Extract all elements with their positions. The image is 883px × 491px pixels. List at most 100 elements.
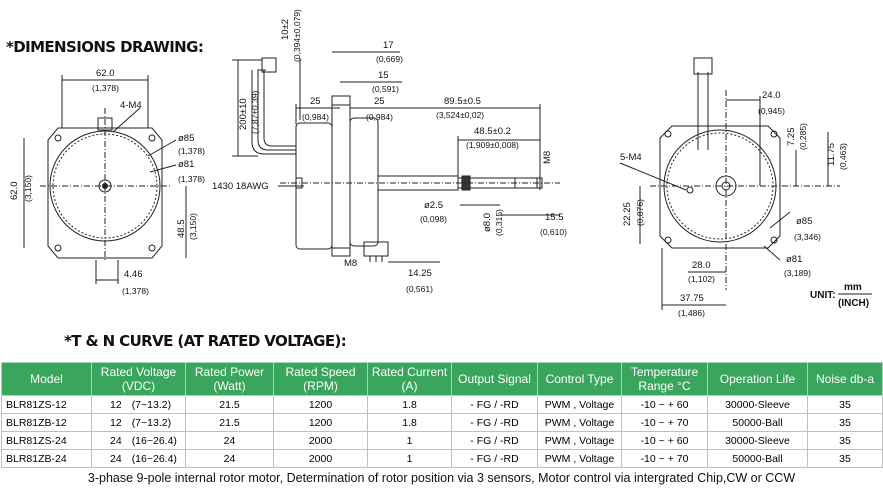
table-row: BLR81ZB-12 12(7~13.2) 21.5 1200 1.8 - FG… — [1, 413, 883, 432]
rear-d725-label: 7.25 — [786, 128, 797, 147]
side-d25-inch: (0,098) — [420, 214, 447, 224]
rear-d2225-label: 22.25 — [622, 202, 633, 226]
front-dia81-label: ø81 — [178, 159, 194, 170]
cell-life: 50000-Ball — [707, 413, 808, 432]
col-control-type: Control Type — [537, 362, 622, 396]
side-d1425-label: 14.25 — [408, 268, 432, 279]
side-wire-label: 1430 18AWG — [212, 181, 269, 192]
cell-voltage: 24(16~26.4) — [91, 449, 186, 468]
rear-view-outline — [619, 57, 840, 310]
cell-model: BLR81ZB-12 — [1, 413, 92, 432]
side-d25a-inch: (0,984) — [302, 112, 329, 122]
front-height-label: 62.0 — [9, 182, 20, 201]
rear-mount-label: 5-M4 — [620, 152, 642, 163]
rear-d3775-label: 37.75 — [680, 293, 704, 304]
col-noise: Noise db-a — [807, 362, 883, 396]
front-offset-label: 4.46 — [124, 269, 143, 280]
side-d155-inch: (0,610) — [540, 227, 567, 237]
cell-noise: 35 — [807, 395, 883, 414]
cell-current: 1.8 — [367, 413, 452, 432]
side-d200-inch: (7,87±0,39) — [250, 90, 260, 134]
front-width-label: 62.0 — [96, 68, 115, 79]
voltage-range: (16~26.4) — [131, 434, 177, 447]
table-row: BLR81ZB-24 24(16~26.4) 24 2000 1 - FG / … — [1, 449, 883, 468]
rear-d1175-label: 11.75 — [826, 143, 837, 166]
table-row: BLR81ZS-24 24(16~26.4) 24 2000 1 - FG / … — [1, 431, 883, 450]
cell-voltage: 12 (7~13.2) — [91, 395, 186, 414]
footnote: 3-phase 9-pole internal rotor motor, Det… — [87, 471, 796, 485]
cell-output: - FG / -RD — [451, 449, 538, 468]
cell-speed: 1200 — [273, 413, 368, 432]
front-width-inch: (1,378) — [92, 83, 119, 93]
voltage-range: (7~13.2) — [131, 398, 172, 411]
front-offset-inch: (1,378) — [122, 286, 149, 296]
rear-d1175-inch: (0,463) — [838, 143, 848, 170]
col-operation-life: Operation Life — [707, 362, 808, 396]
voltage-value: 12 — [110, 416, 122, 429]
side-d8-inch: (0,315) — [494, 209, 504, 236]
front-dia85-label: ø85 — [178, 133, 194, 144]
col-model: Model — [1, 362, 92, 396]
cell-noise: 35 — [807, 413, 883, 432]
rear-d2225-inch: (0,876) — [635, 199, 645, 226]
unit-mm: mm — [844, 282, 862, 293]
cell-model: BLR81ZS-24 — [1, 431, 92, 450]
front-h485-inch: (3,150) — [188, 213, 198, 240]
cell-power: 21.5 — [185, 395, 274, 414]
cell-temp: -10 ~ + 70 — [621, 413, 708, 432]
col-rated-voltage: Rated Voltage (VDC) — [91, 362, 186, 396]
voltage-value: 24 — [110, 434, 122, 447]
col-rated-current: Rated Current (A) — [367, 362, 452, 396]
side-d895-inch: (3,524±0,02) — [436, 110, 484, 120]
cell-control: PWM , Voltage — [537, 413, 622, 432]
front-dia85-inch: (1,378) — [178, 146, 205, 156]
side-m8-right-label: M8 — [542, 151, 553, 164]
side-d485-label: 48.5±0.2 — [474, 126, 511, 137]
side-d25a-label: 25 — [310, 96, 321, 107]
side-d17-inch: (0,669) — [376, 54, 403, 64]
cell-noise: 35 — [807, 449, 883, 468]
rear-dia85-label: ø85 — [796, 216, 812, 227]
cell-temp: -10 ~ + 70 — [621, 449, 708, 468]
col-rated-power: Rated Power (Watt) — [185, 362, 274, 396]
side-d485-inch: (1,909±0,008) — [466, 140, 519, 150]
cell-current: 1.8 — [367, 395, 452, 414]
front-dia81-inch: (1,378) — [178, 174, 205, 184]
cell-model: BLR81ZB-24 — [1, 449, 92, 468]
cell-control: PWM , Voltage — [537, 431, 622, 450]
side-d15-inch: (0,591) — [372, 84, 399, 94]
unit-label: UNIT: — [810, 290, 836, 301]
cell-output: - FG / -RD — [451, 395, 538, 414]
cell-speed: 2000 — [273, 449, 368, 468]
col-rated-speed: Rated Speed (RPM) — [273, 362, 368, 396]
rear-dia81-inch: (3,189) — [784, 268, 811, 278]
side-view-outline — [232, 51, 560, 263]
table-row: BLR81ZS-12 12 (7~13.2) 21.5 1200 1.8 - FG… — [1, 395, 883, 414]
rear-dia81-label: ø81 — [786, 254, 802, 265]
side-d10-label: 10±2 — [280, 19, 291, 40]
side-d25b-inch: (0,984) — [366, 112, 393, 122]
cell-voltage: 12(7~13.2) — [91, 413, 186, 432]
voltage-value: 12 — [110, 398, 122, 411]
cell-speed: 2000 — [273, 431, 368, 450]
rear-dia85-inch: (3,346) — [794, 232, 821, 242]
rear-d3775-inch: (1,486) — [678, 308, 705, 318]
voltage-value: 24 — [110, 452, 122, 465]
side-d15-label: 15 — [378, 70, 389, 81]
cell-model: BLR81ZS-12 — [1, 395, 92, 414]
side-d200-label: 200±10 — [238, 98, 249, 130]
rear-d28-label: 28.0 — [692, 260, 711, 271]
front-mount-label: 4-M4 — [120, 100, 142, 111]
front-view-outline — [23, 75, 187, 284]
cell-power: 24 — [185, 431, 274, 450]
cell-speed: 1200 — [273, 395, 368, 414]
cell-control: PWM , Voltage — [537, 449, 622, 468]
side-d895-label: 89.5±0.5 — [444, 96, 481, 107]
col-temperature-range: Temperature Range °C — [621, 362, 708, 396]
side-d8-label: ø8.0 — [482, 213, 493, 232]
side-d25b-label: 25 — [374, 96, 385, 107]
unit-inch: (INCH) — [838, 298, 869, 309]
rear-d24-label: 24.0 — [762, 90, 781, 101]
cell-temp: -10 ~ + 60 — [621, 431, 708, 450]
dimensions-heading: *DIMENSIONS DRAWING: — [6, 38, 204, 56]
